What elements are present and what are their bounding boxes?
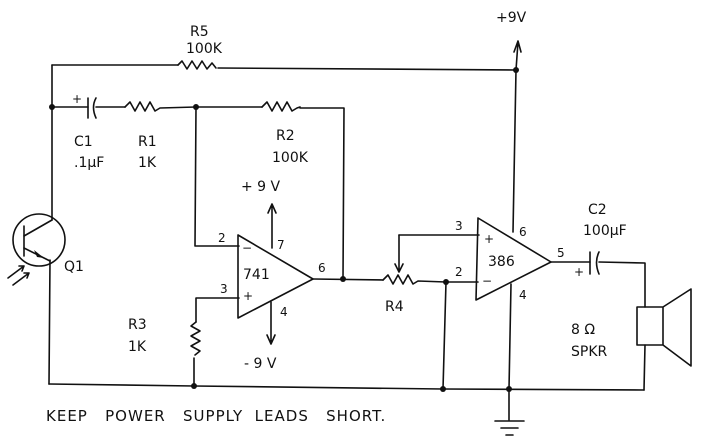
741-vplus-label: + 9 V [241,179,281,195]
741-vminus-label: - 9 V [244,356,277,372]
capacitor-c1 [87,97,97,119]
junction [506,386,512,392]
junction [513,67,519,73]
386-pin6: 6 [519,225,527,239]
q1-emitter-arrow [34,250,44,258]
vplus-label: +9V [496,10,527,26]
741-pin6: 6 [318,261,326,275]
junction [191,383,197,389]
r2-label: R2 [276,128,295,144]
741-pin2: 2 [218,231,226,245]
r3-label: R3 [128,317,147,333]
wire-386-gnd [508,283,512,421]
capacitor-c2 [589,251,600,275]
wire-ground-bus [48,383,645,391]
741-vplus-lead [267,203,277,249]
r5-value: 100K [186,41,223,57]
741-pin4: 4 [280,305,288,319]
741-vminus-lead [266,301,276,345]
386-pin3: 3 [455,219,463,233]
junction [340,276,346,282]
junction [440,386,446,392]
ground-icon [494,420,525,436]
light-arrows-icon [7,265,30,286]
741-pin3: 3 [220,282,228,296]
opamp-741 [237,234,314,319]
potentiometer-r4 [382,274,447,285]
741-label: 741 [243,267,270,283]
opamp-386 [475,217,552,301]
r3-value: 1K [128,339,147,355]
r4-label: R4 [385,299,404,315]
wire-386-out [550,261,646,308]
wire-left [48,64,53,385]
386-noninv-sign: + [484,232,494,246]
r1-value: 1K [138,155,157,171]
wire-r4-gnd [442,281,447,390]
q1-label: Q1 [64,259,84,275]
wire-r5-loop [51,64,517,71]
r4-wiper [394,234,404,273]
741-inv-sign: − [242,241,252,255]
386-pin4: 4 [519,288,527,302]
spkr-value: 8 Ω [571,322,595,338]
speaker-icon [636,288,692,367]
r1-label: R1 [138,134,157,150]
wire-spkr-return [643,344,646,391]
spkr-label: SPKR [571,344,608,360]
c1-polarity: + [72,92,82,106]
c1-value: .1µF [74,155,104,171]
741-pin7: 7 [277,238,285,252]
386-pin2: 2 [455,265,463,279]
resistor-r5 [177,60,217,70]
c2-value: 100µF [583,223,627,239]
resistor-r1 [124,101,197,112]
wire-741-inv [194,106,240,247]
resistor-r3 [190,321,201,356]
386-label: 386 [488,254,515,270]
wire-386-vplus [512,40,522,233]
q1-collector [23,219,53,237]
r5-label: R5 [190,24,209,40]
wire-r2 [195,106,345,280]
741-noninv-sign: + [243,289,253,303]
resistor-r2 [261,101,301,112]
wire-741-noninv [193,297,240,387]
c1-label: C1 [74,134,93,150]
wire-741-out [312,278,384,281]
c2-label: C2 [588,202,607,218]
note-text: KEEP POWER SUPPLY LEADS SHORT. [46,407,386,425]
r2-value: 100K [272,150,309,166]
386-inv-sign: − [482,274,492,288]
386-pin5: 5 [557,246,565,260]
phototransistor-q1 [12,213,66,267]
c2-polarity: + [574,265,584,279]
